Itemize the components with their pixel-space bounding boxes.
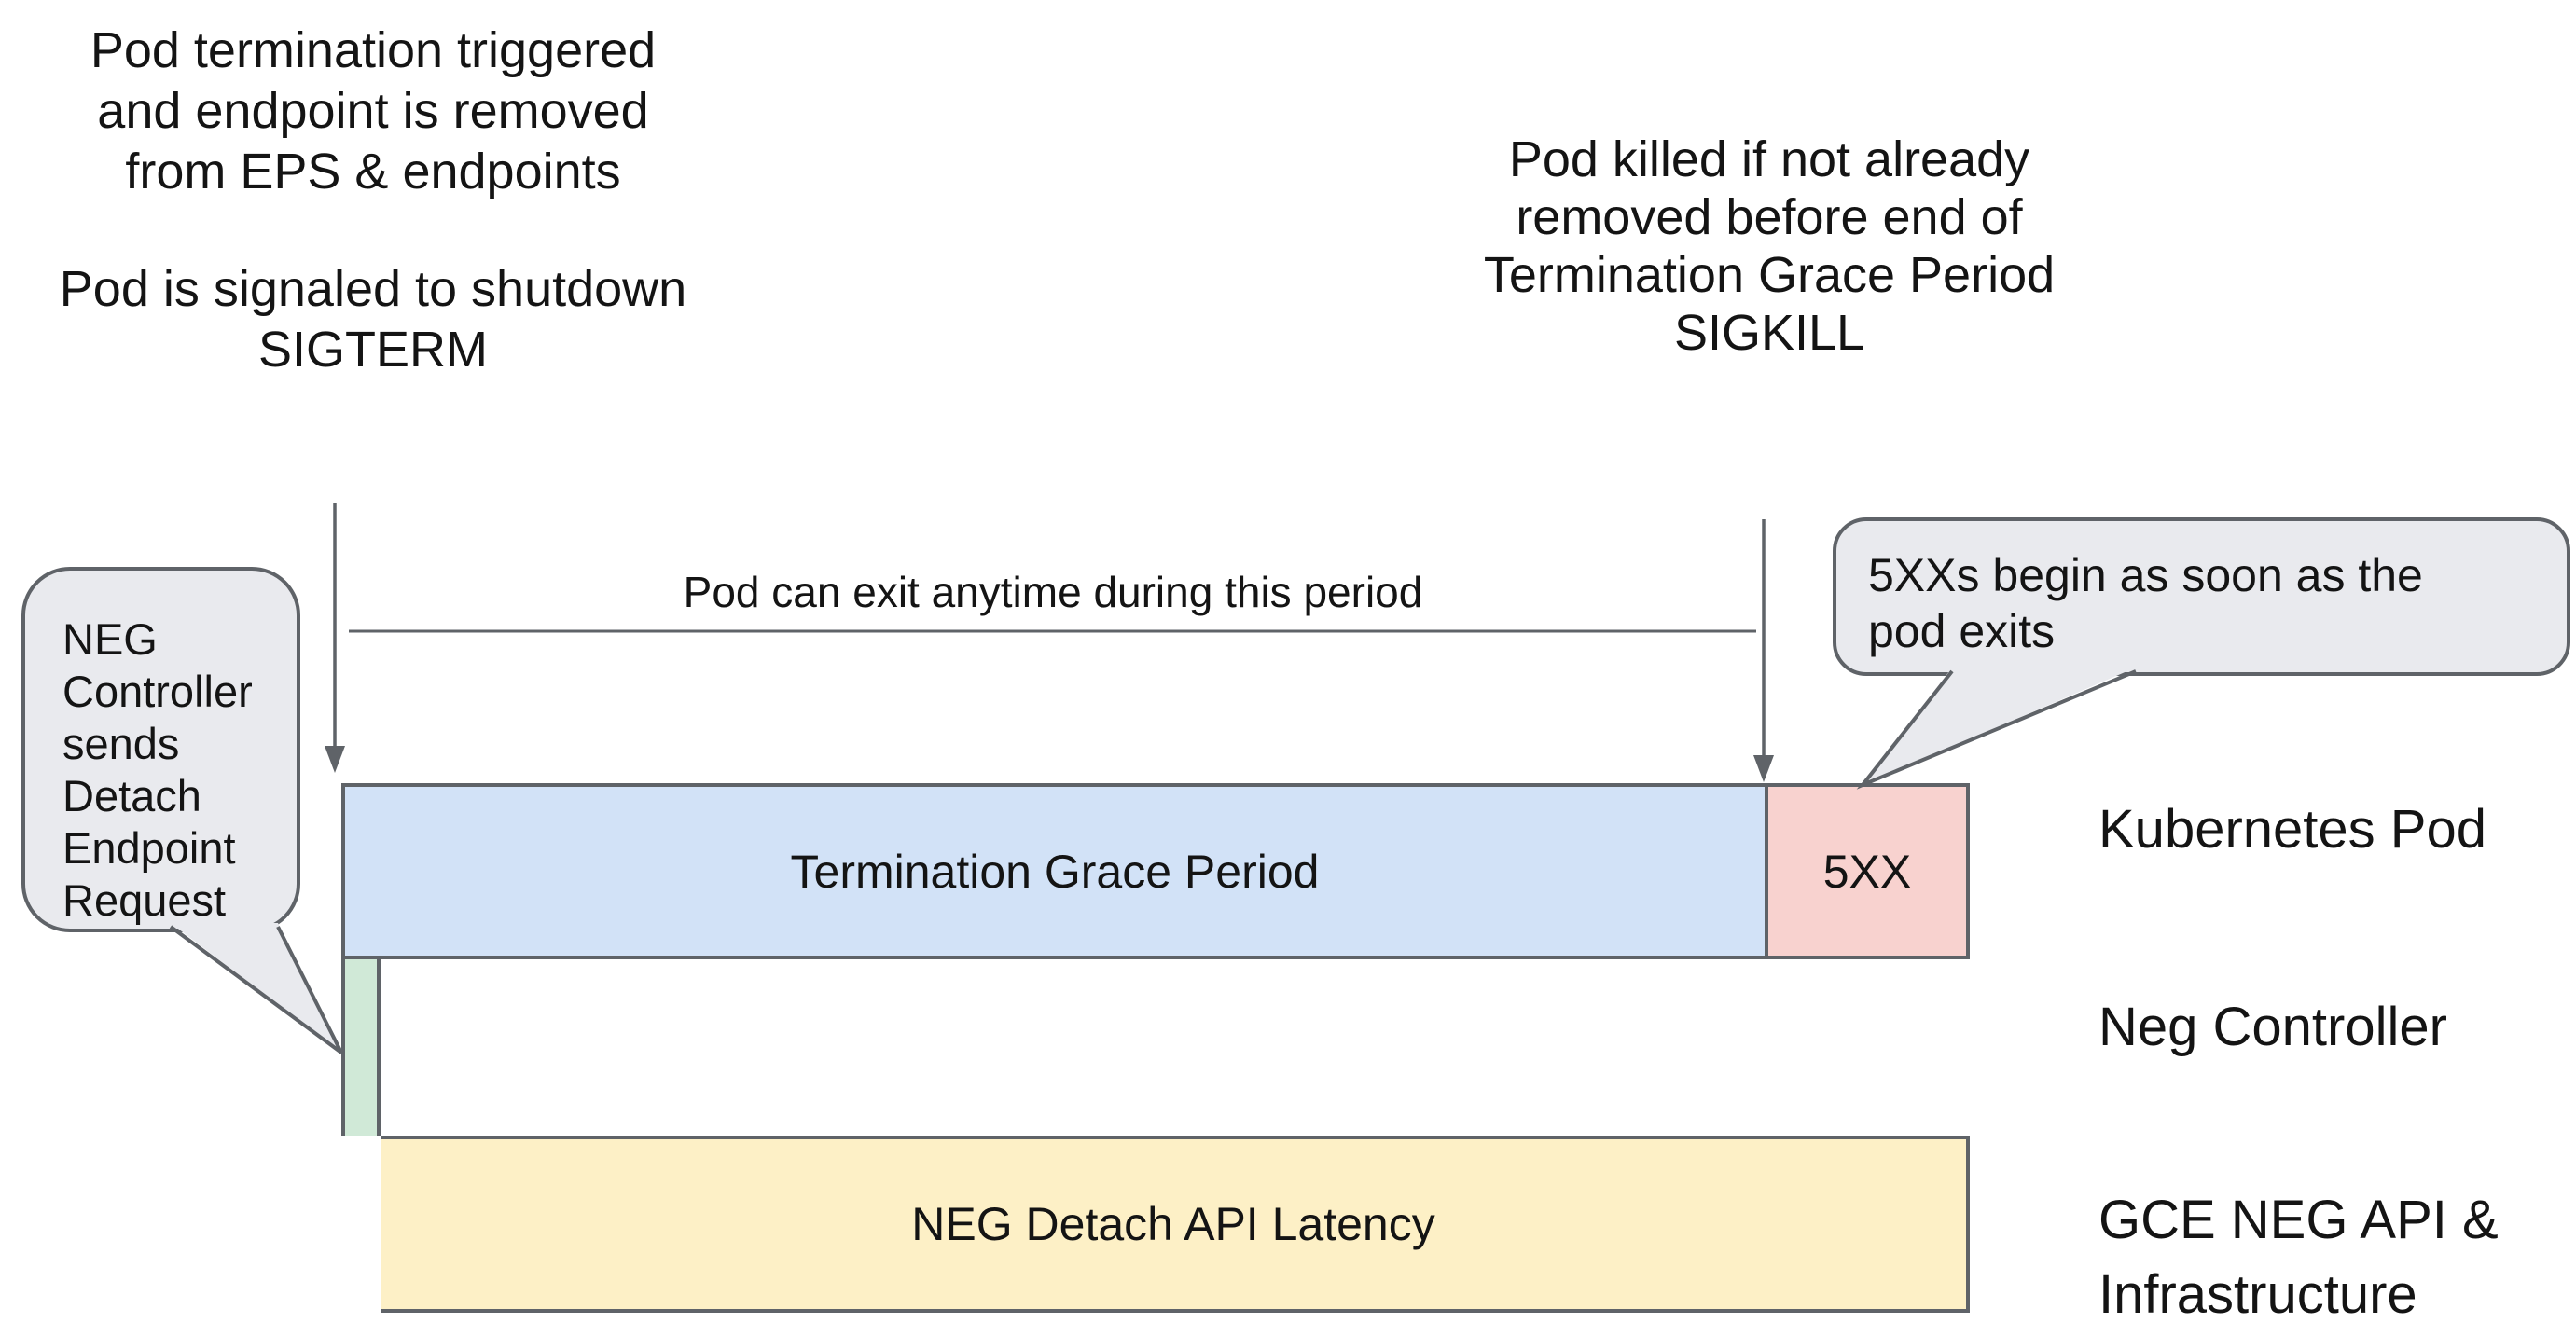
termination-grace-period-bar: Termination Grace Period <box>341 783 1768 959</box>
callout-line: NEG <box>62 614 158 664</box>
five-xx-bar: 5XX <box>1768 783 1970 959</box>
annotation-pod-termination: Pod termination triggered and endpoint i… <box>14 21 732 380</box>
row-label-gce-neg-api: GCE NEG API & Infrastructure <box>2098 1183 2499 1332</box>
five-xx-callout-tail <box>1863 668 2136 785</box>
callout-line: sends <box>62 719 180 768</box>
annotation-line: Pod termination triggered <box>90 22 657 78</box>
annotation-pod-killed: Pod killed if not already removed before… <box>1410 131 2128 362</box>
termination-grace-period-label: Termination Grace Period <box>790 845 1320 898</box>
neg-detach-api-latency-label: NEG Detach API Latency <box>911 1198 1435 1250</box>
neg-controller-callout-bubble: NEG Controller sends Detach Endpoint Req… <box>21 567 300 932</box>
neg-controller-callout-tail-outline <box>169 925 343 1054</box>
annotation-line: Pod killed if not already <box>1508 131 2030 187</box>
callout-line: Endpoint <box>62 823 236 873</box>
callout-line: Detach <box>62 771 201 820</box>
neg-detach-api-latency-bar: NEG Detach API Latency <box>381 1136 1970 1313</box>
row-label-kubernetes-pod: Kubernetes Pod <box>2098 799 2486 860</box>
sigkill-arrowhead-icon <box>1753 755 1774 782</box>
callout-line: pod exits <box>1868 605 2056 657</box>
sigterm-arrowhead-icon <box>325 746 345 773</box>
row-label-neg-controller: Neg Controller <box>2098 997 2447 1057</box>
neg-controller-callout-tail <box>171 923 341 1053</box>
annotation-line: Pod is signaled to shutdown <box>59 261 687 317</box>
callout-line: Controller <box>62 667 253 716</box>
annotation-line: from EPS & endpoints <box>125 144 621 200</box>
row-label-line: GCE NEG API & <box>2098 1190 2499 1250</box>
annotation-line: SIGKILL <box>1673 305 1865 361</box>
annotation-line: SIGTERM <box>257 322 488 378</box>
callout-line: Request <box>62 875 227 925</box>
row-label-line: Infrastructure <box>2098 1264 2417 1325</box>
five-xx-callout-bubble: 5XXs begin as soon as the pod exits <box>1833 517 2570 676</box>
five-xx-callout-tail-outline <box>1856 669 2137 790</box>
annotation-line: removed before end of <box>1516 189 2023 245</box>
five-xx-label: 5XX <box>1822 845 1912 898</box>
callout-line: 5XXs begin as soon as the <box>1868 549 2423 601</box>
exit-period-label: Pod can exit anytime during this period <box>683 568 1423 616</box>
annotation-line: Termination Grace Period <box>1483 247 2056 303</box>
annotation-line: and endpoint is removed <box>97 83 649 139</box>
neg-detach-start-marker-bar <box>341 959 381 1136</box>
